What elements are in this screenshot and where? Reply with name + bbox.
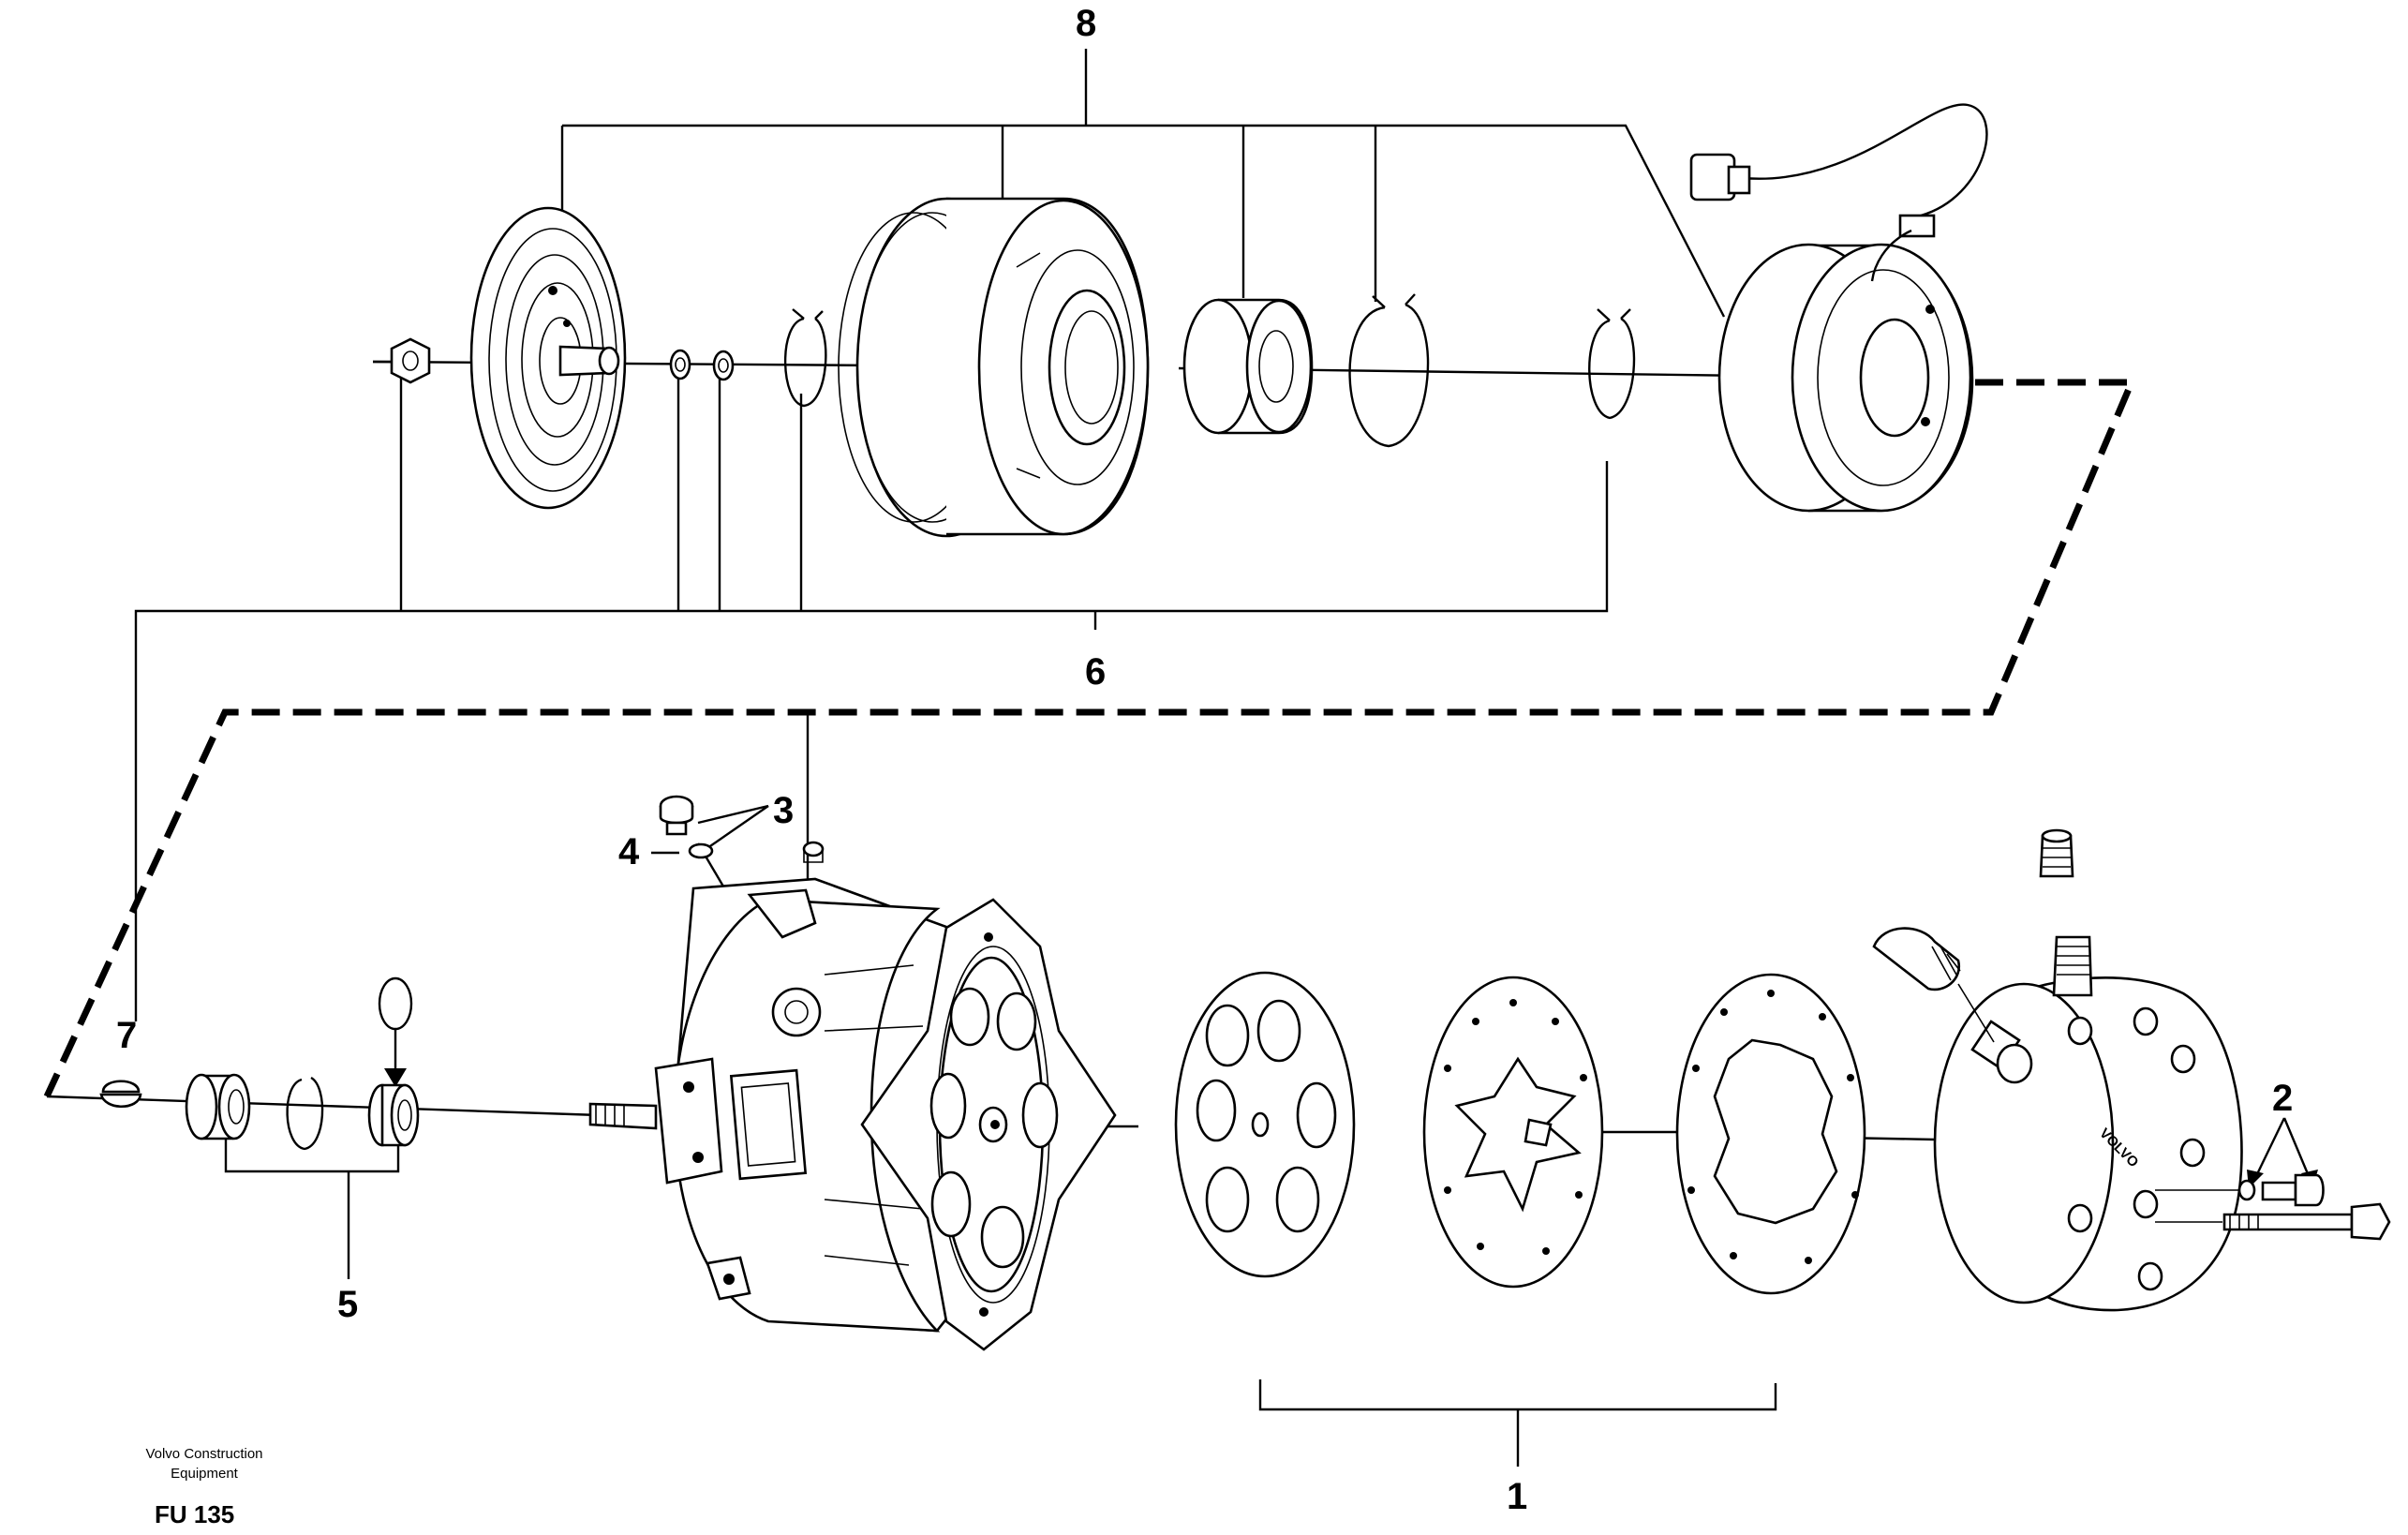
leader-group-5 <box>224 1029 407 1279</box>
leader-group-8 <box>560 49 1726 318</box>
woodruff-key <box>99 1080 142 1108</box>
snap-ring-upper-left <box>783 308 827 408</box>
cylinder-head: VOLVO <box>1933 935 2243 1312</box>
maker-label-line1: Volvo Construction <box>145 1446 262 1462</box>
maker-label-line2: Equipment <box>171 1466 239 1482</box>
compressor-body <box>588 877 995 1333</box>
snap-ring-upper-right <box>1588 308 1636 420</box>
callout-4: 4 <box>618 831 640 872</box>
pulley <box>838 197 1150 538</box>
field-coil <box>1689 103 1988 513</box>
leader-group-1 <box>1258 1379 1777 1467</box>
callout-6: 6 <box>1085 651 1106 693</box>
pulley-bearing <box>1182 298 1314 435</box>
clutch-plate <box>469 206 627 510</box>
reed-valve-plate <box>1422 976 1604 1289</box>
callout-3: 3 <box>773 790 794 831</box>
cylinder-block-face <box>860 898 1117 1351</box>
oil-plug <box>659 795 825 863</box>
callout-1: 1 <box>1507 1476 1527 1517</box>
snap-ring-upper-middle <box>1348 293 1430 448</box>
valve-plate-gasket <box>1174 971 1356 1278</box>
callout-7: 7 <box>116 1015 137 1056</box>
figure-code: FU 135 <box>155 1500 234 1528</box>
assembly-dashed-path <box>43 379 2137 1098</box>
callout-8: 8 <box>1076 3 1096 44</box>
shaft-o-ring <box>378 976 413 1031</box>
leader-group-6 <box>134 365 1609 1021</box>
hub-nut <box>373 337 431 384</box>
head-gasket <box>1675 973 1866 1295</box>
shim-washers <box>669 349 735 381</box>
callout-5: 5 <box>337 1284 358 1325</box>
shaft-seal <box>185 1073 251 1140</box>
callout-2: 2 <box>2272 1078 2293 1119</box>
head-bolts-and-plug <box>2155 1173 2391 1241</box>
service-port-fittings <box>1872 828 2074 1043</box>
snap-ring-lower <box>286 1076 324 1151</box>
seal-seat <box>367 1083 420 1147</box>
